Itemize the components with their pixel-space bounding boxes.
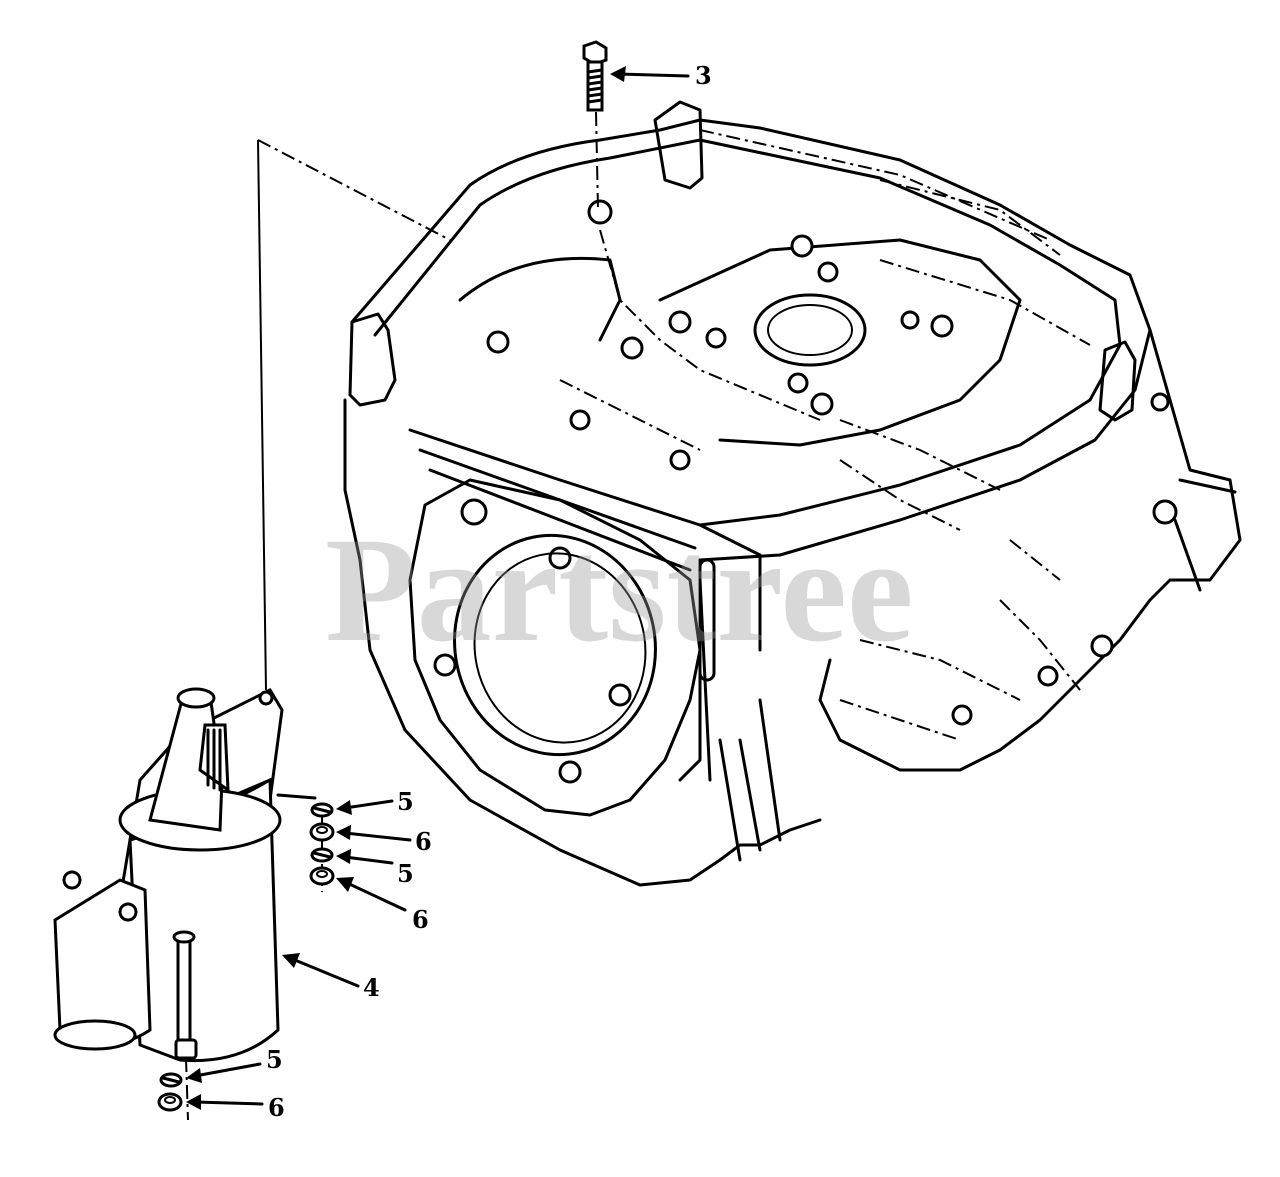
arrow-6b bbox=[336, 877, 407, 912]
arrow-4 bbox=[282, 953, 360, 988]
lockwasher-lower bbox=[159, 1072, 183, 1088]
nut-lower bbox=[157, 1092, 183, 1112]
nut-upper-2 bbox=[309, 866, 335, 886]
callout-label-3: 3 bbox=[695, 61, 712, 90]
callout-label-5: 5 bbox=[266, 1045, 283, 1074]
arrow-5b bbox=[336, 849, 394, 865]
callout-label-6: 6 bbox=[412, 905, 429, 934]
callout-label-4: 4 bbox=[363, 973, 380, 1002]
callout-label-6: 6 bbox=[415, 827, 432, 856]
arrow-5a bbox=[336, 799, 394, 815]
watermark: Partstree bbox=[325, 507, 914, 673]
hardware-stack bbox=[157, 802, 335, 1112]
starter-motor bbox=[53, 687, 317, 1121]
lockwasher-upper-1 bbox=[310, 802, 334, 818]
callout-label-5: 5 bbox=[397, 787, 414, 816]
engine-block bbox=[343, 100, 1242, 887]
callout-arrows bbox=[186, 66, 690, 1110]
arrow-6c bbox=[186, 1094, 264, 1110]
nut-upper-1 bbox=[309, 822, 335, 842]
lockwasher-upper-2 bbox=[310, 847, 334, 863]
arrow-5c bbox=[186, 1062, 262, 1083]
bolt bbox=[582, 40, 608, 211]
callout-label-6: 6 bbox=[268, 1093, 285, 1122]
callout-label-5: 5 bbox=[397, 859, 414, 888]
arrow-6a bbox=[336, 825, 412, 842]
arrow-3 bbox=[610, 66, 690, 82]
